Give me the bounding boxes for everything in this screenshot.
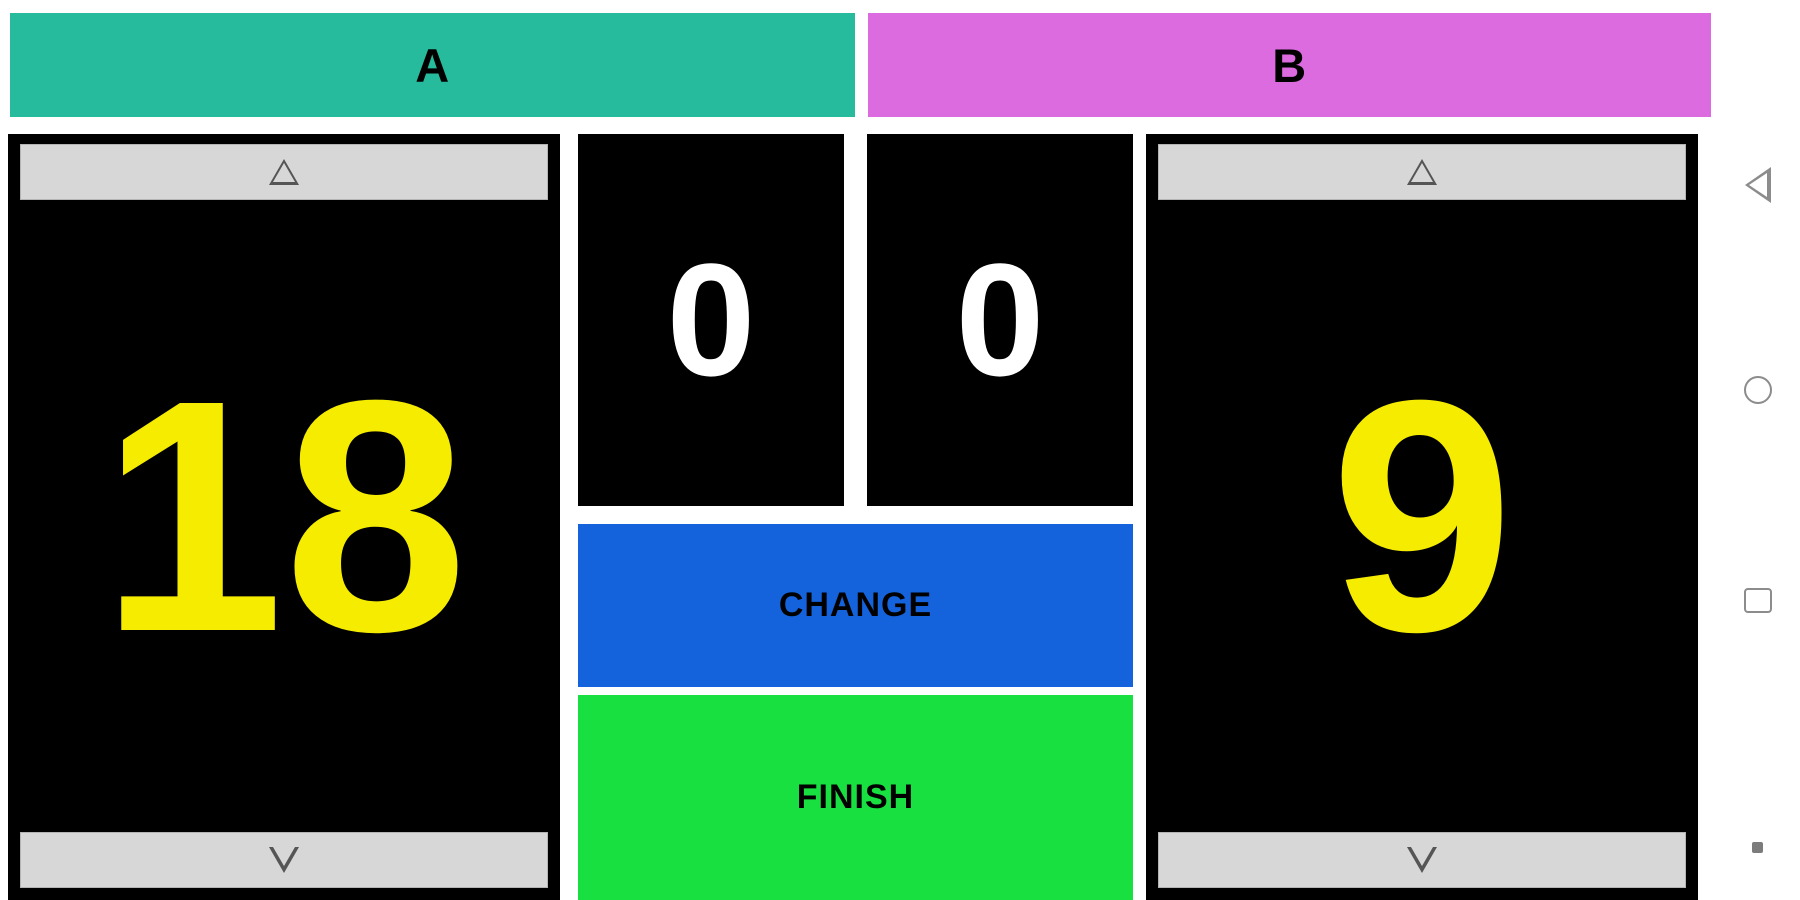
- team-a-score-value[interactable]: 18: [100, 331, 468, 700]
- triangle-up-icon: [1407, 159, 1437, 185]
- nav-home-button[interactable]: [1715, 355, 1800, 425]
- team-b-header[interactable]: B: [868, 13, 1711, 117]
- team-a-sets-box[interactable]: 0: [578, 134, 844, 506]
- nav-back-button[interactable]: [1715, 150, 1800, 220]
- back-icon: [1744, 167, 1771, 203]
- team-b-score-value[interactable]: 9: [1330, 331, 1514, 700]
- triangle-down-icon: [1407, 847, 1437, 873]
- triangle-down-icon: [269, 847, 299, 873]
- team-b-name: B: [1272, 38, 1307, 92]
- nav-recents-button[interactable]: [1715, 565, 1800, 635]
- team-b-score-panel: 9: [1146, 134, 1698, 900]
- team-a-decrement-button[interactable]: [20, 832, 548, 888]
- team-a-sets-value: 0: [666, 230, 756, 409]
- center-column: 0 0 CHANGE FINISH: [578, 134, 1133, 900]
- change-button[interactable]: CHANGE: [578, 524, 1133, 687]
- team-a-header[interactable]: A: [10, 13, 855, 117]
- nav-dot-indicator[interactable]: [1715, 812, 1800, 882]
- change-button-label: CHANGE: [778, 586, 933, 624]
- sets-row: 0 0: [578, 134, 1133, 506]
- team-a-name: A: [415, 38, 450, 92]
- system-navigation-bar: [1715, 0, 1800, 900]
- recents-icon: [1743, 587, 1772, 613]
- team-b-increment-button[interactable]: [1158, 144, 1686, 200]
- team-b-sets-value: 0: [955, 230, 1045, 409]
- team-b-decrement-button[interactable]: [1158, 832, 1686, 888]
- home-icon: [1743, 376, 1772, 404]
- team-a-increment-button[interactable]: [20, 144, 548, 200]
- finish-button[interactable]: FINISH: [578, 695, 1133, 900]
- team-b-sets-box[interactable]: 0: [867, 134, 1133, 506]
- finish-button-label: FINISH: [796, 778, 915, 816]
- team-a-score-panel: 18: [8, 134, 560, 900]
- dot-indicator-icon: [1752, 841, 1763, 853]
- triangle-up-icon: [269, 159, 299, 185]
